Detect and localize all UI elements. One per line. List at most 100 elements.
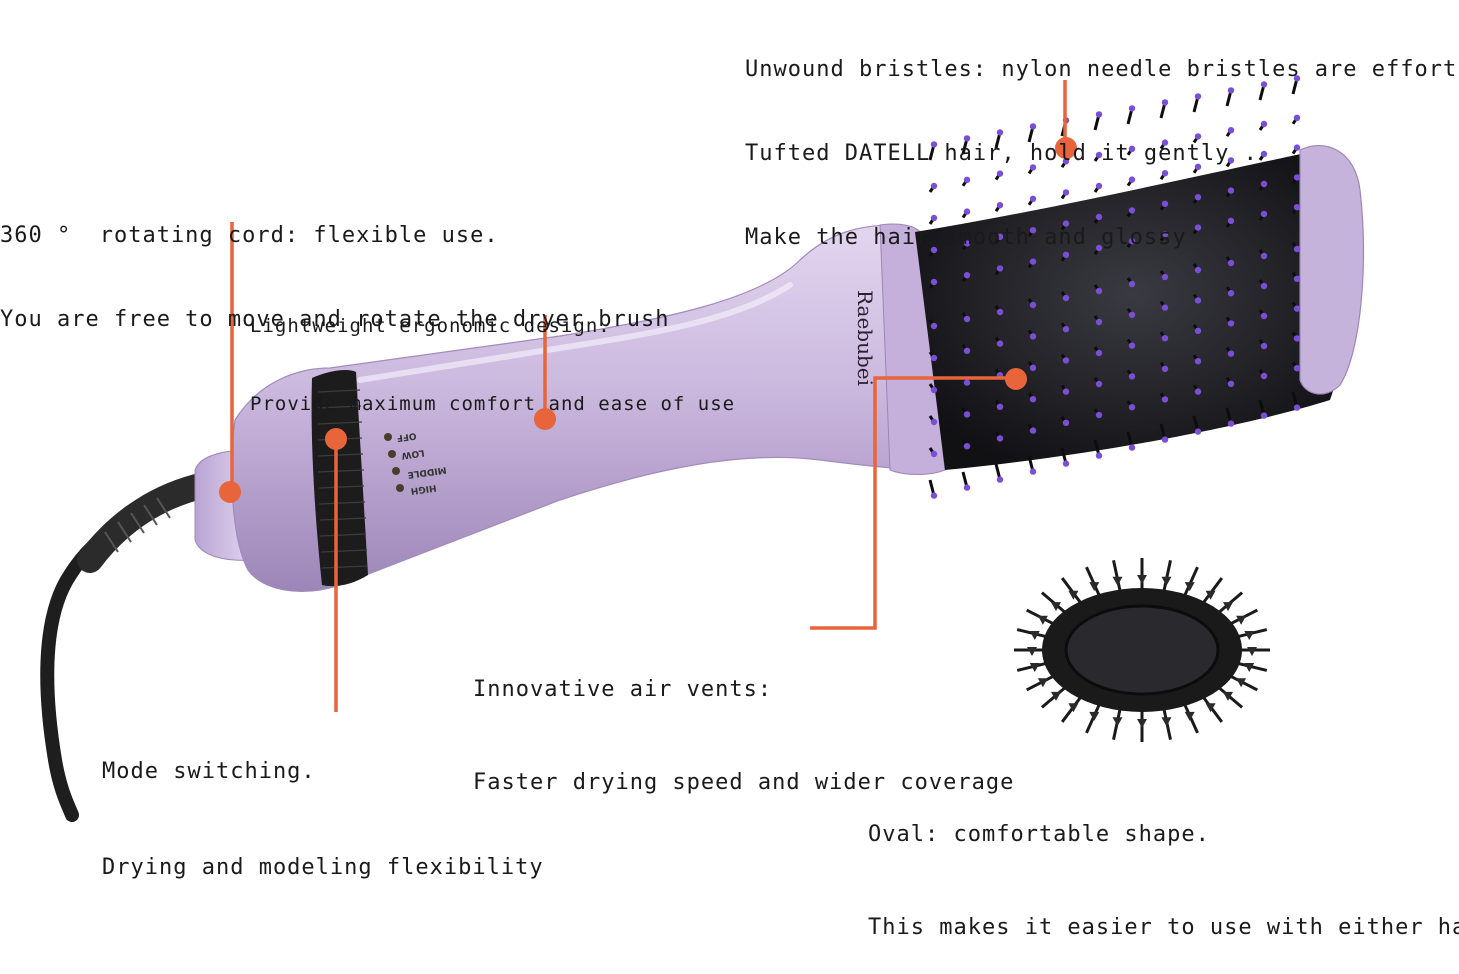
oval-bristle-base xyxy=(1244,630,1255,640)
callout-dots xyxy=(219,137,1077,503)
bristle-tip xyxy=(1194,163,1202,170)
handle-highlight xyxy=(357,282,793,383)
oval-bristle-base xyxy=(1161,576,1172,586)
bristle-tip xyxy=(1062,460,1070,467)
bristle-tip xyxy=(1029,195,1037,202)
bristle-tip xyxy=(930,322,938,330)
bristle-tip xyxy=(996,170,1004,177)
bristle-tip xyxy=(1161,139,1169,146)
callout-lines xyxy=(230,80,1067,712)
bristle-tip xyxy=(1062,220,1070,227)
bristle-tip xyxy=(1128,105,1136,112)
bristle-tip xyxy=(1260,180,1268,188)
bristle-tip xyxy=(1293,75,1301,82)
bristle-tip xyxy=(1128,145,1136,152)
oval-bristle xyxy=(1237,661,1268,672)
bristle-tip xyxy=(1260,312,1268,320)
bristle-tip xyxy=(1260,210,1268,218)
bristle-tip xyxy=(1062,158,1070,165)
oval-bristle xyxy=(1040,686,1067,709)
cord-ridges xyxy=(104,497,171,553)
oval-bristle-base xyxy=(1223,691,1234,701)
caption-mode-line2: Drying and modeling flexibility xyxy=(102,855,544,880)
bristle-tip xyxy=(996,476,1004,483)
bristle-tip xyxy=(996,340,1004,347)
oval-bristle-base xyxy=(1089,711,1100,721)
bristle-tip xyxy=(1128,404,1136,411)
oval-bristle xyxy=(1112,559,1122,592)
oval-bristle xyxy=(1060,577,1083,604)
oval-bristle-base xyxy=(1137,719,1147,728)
bristle-tip xyxy=(1095,182,1103,190)
bristle-tip xyxy=(1095,111,1103,118)
bristle-tip xyxy=(1029,364,1037,371)
oval-bristle-base xyxy=(1205,703,1216,713)
bristle-tip xyxy=(1293,365,1301,372)
bristle-tip xyxy=(1194,133,1202,140)
bristle-tip xyxy=(1293,204,1301,211)
bristle-tip xyxy=(1161,365,1169,372)
oval-bristle-base xyxy=(1050,602,1061,612)
bristle-tip xyxy=(1293,114,1301,122)
bristle-tip xyxy=(1293,275,1301,282)
bristle-tip xyxy=(1128,176,1136,183)
barrel-end-cap xyxy=(1299,145,1364,395)
bristle-tip xyxy=(930,246,938,254)
caption-bristles: Unwound bristles: nylon needle bristles … xyxy=(745,0,1459,280)
bristle-tip xyxy=(1095,452,1103,459)
oval-bristle-base xyxy=(1112,576,1123,586)
caption-oval-line2: This makes it easier to use with either … xyxy=(868,915,1459,940)
oval-bristle-base xyxy=(1050,691,1061,701)
bristle-tip xyxy=(1260,252,1268,260)
oval-bristle-base xyxy=(1236,615,1247,625)
oval-bristle xyxy=(1016,661,1047,672)
caption-vents: Innovative air vents: Faster drying spee… xyxy=(473,612,1014,829)
bristle-tip xyxy=(1095,213,1103,221)
bristle-tip xyxy=(1194,388,1202,395)
bristle-tip xyxy=(930,418,938,426)
brand-logo: Raebubei xyxy=(853,290,877,386)
bristle-tip xyxy=(930,278,938,286)
bristle-tip xyxy=(1062,189,1070,196)
bristle-tip xyxy=(1161,273,1169,281)
oval-bristle xyxy=(1060,696,1083,723)
oval-bristle xyxy=(1201,696,1224,723)
bristle-tip xyxy=(996,308,1004,316)
bristle-tip xyxy=(1161,304,1169,311)
bristle-tip xyxy=(1260,282,1268,290)
bristle-tip xyxy=(1227,259,1235,267)
hair-dryer-brush-illustration: OFF LOW MIDDLE HIGH Raebubei xyxy=(40,75,1364,822)
bristle-tip xyxy=(1293,305,1301,312)
bristle-tip xyxy=(963,240,971,247)
oval-bristle-base xyxy=(1112,717,1123,727)
caption-oval-line1: Oval: comfortable shape. xyxy=(868,822,1210,847)
bristle-tip xyxy=(996,265,1004,272)
handle-body xyxy=(231,224,941,592)
oval-bristle-base xyxy=(1068,590,1079,600)
bristle-tip xyxy=(1128,280,1136,288)
cord-strain-relief xyxy=(77,472,218,573)
bristle-tip xyxy=(930,214,938,222)
bristle-tip xyxy=(1260,150,1268,158)
bristle-tip xyxy=(963,272,971,279)
bristle-tip xyxy=(1095,380,1103,388)
oval-bristle-base xyxy=(1184,582,1195,592)
oval-bristle xyxy=(1025,674,1055,692)
bristle-tip xyxy=(1227,380,1235,387)
oval-bristle-base xyxy=(1137,575,1147,584)
bristle-tip xyxy=(1062,388,1070,395)
bristle-tip xyxy=(1161,335,1169,342)
bristle-tip xyxy=(1095,151,1103,159)
bristle-tip xyxy=(1095,318,1103,326)
bristle-tip xyxy=(1095,244,1103,252)
bristle-tip xyxy=(963,484,971,491)
bristle-tip xyxy=(1128,373,1136,380)
bristle-tip xyxy=(1260,120,1268,128)
bristle-tip xyxy=(1029,227,1037,234)
oval-bristle xyxy=(1229,674,1259,692)
bristle-tip xyxy=(1227,127,1235,134)
oval-bristle xyxy=(1085,566,1101,597)
caption-vents-line1: Innovative air vents: xyxy=(473,677,773,702)
bristle-tip xyxy=(963,411,971,418)
bristle-tip xyxy=(1062,326,1070,333)
